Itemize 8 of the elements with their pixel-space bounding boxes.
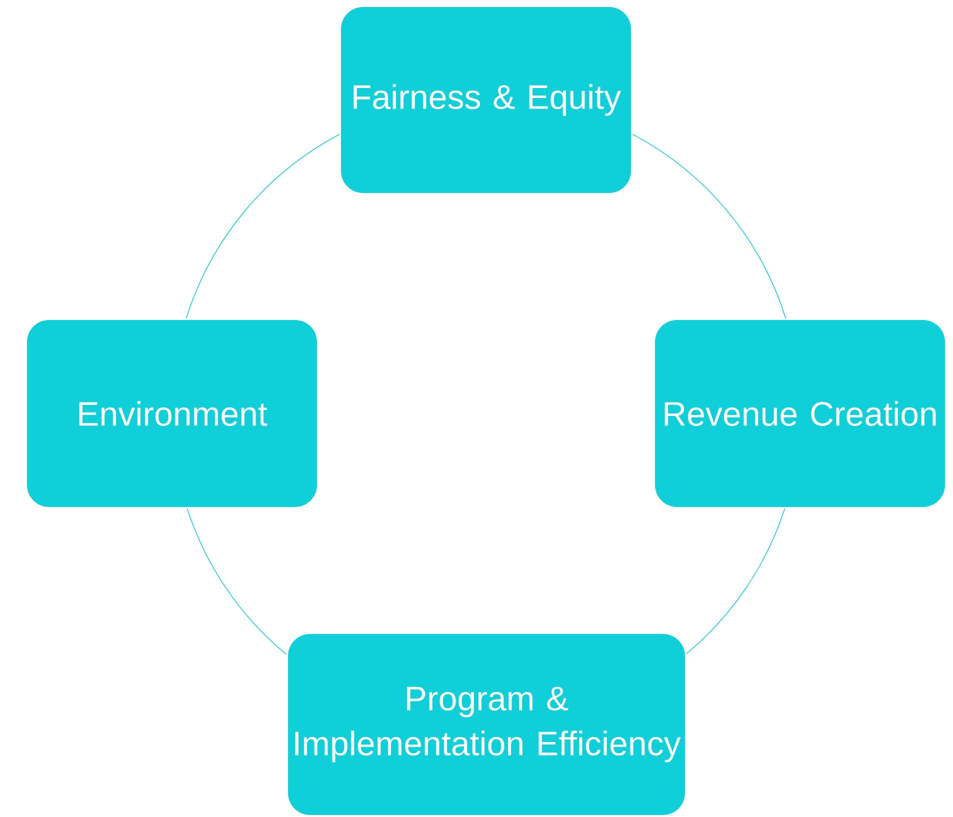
rounded-box: Program & Implementation Efficiency	[288, 634, 685, 815]
rounded-box: Environment	[27, 320, 317, 507]
rounded-box: Revenue Creation	[655, 320, 945, 507]
rounded-box: Fairness & Equity	[341, 7, 631, 193]
connector-arc	[186, 134, 340, 319]
connector-arc	[186, 508, 287, 655]
connector-arc	[632, 134, 786, 319]
connector-arc	[686, 508, 786, 654]
